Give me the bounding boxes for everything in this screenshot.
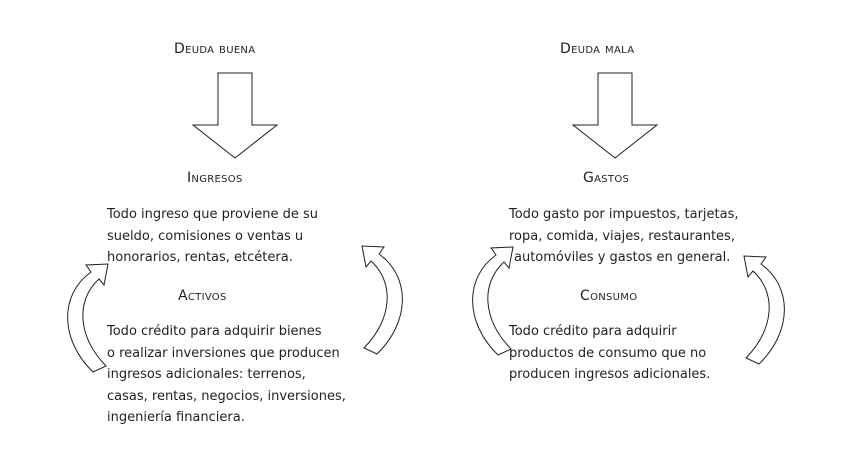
gastos-description: Todo gasto por impuestos, tarjetas, ropa…: [509, 204, 739, 269]
activos-line: ingresos adicionales: terrenos,: [107, 367, 306, 382]
consumo-line: Todo crédito para adquirir: [509, 324, 677, 339]
gastos-line: Todo gasto por impuestos, tarjetas,: [509, 207, 739, 222]
activos-line: o realizar inversiones que producen: [107, 345, 340, 361]
curved-arrow-icon: [361, 245, 403, 355]
bad-debt-heading: Deuda mala: [560, 41, 635, 57]
ingresos-line: sueldo, comisiones o ventas u: [107, 228, 304, 244]
curved-arrow-icon: [743, 255, 785, 365]
activos-line: casas, rentas, negocios, inversiones,: [107, 388, 346, 404]
consumo-line: producen ingresos adicionales.: [509, 367, 711, 382]
curved-arrow-icon: [472, 246, 514, 356]
activos-line: ingeniería financiera.: [107, 410, 245, 425]
consumo-description: Todo crédito para adquirir productos de …: [509, 321, 710, 386]
consumo-line: productos de consumo que no: [509, 345, 707, 361]
gastos-title: Gastos: [583, 170, 630, 186]
activos-title: Activos: [178, 288, 227, 304]
curved-arrow-icon: [67, 263, 109, 373]
ingresos-description: Todo ingreso que proviene de su sueldo, …: [107, 204, 318, 269]
ingresos-line: honorarios, rentas, etcétera.: [107, 250, 293, 265]
activos-line: Todo crédito para adquirir bienes: [107, 324, 322, 339]
down-arrow-icon: [191, 72, 279, 159]
activos-description: Todo crédito para adquirir bienes o real…: [107, 321, 346, 429]
down-arrow-icon: [571, 72, 659, 159]
good-debt-heading: Deuda buena: [174, 41, 256, 57]
consumo-title: Consumo: [580, 288, 638, 304]
ingresos-line: Todo ingreso que proviene de su: [107, 207, 318, 222]
gastos-line: ropa, comida, viajes, restaurantes,: [509, 228, 735, 244]
ingresos-title: Ingresos: [187, 170, 243, 186]
gastos-line: automóviles y gastos en general.: [514, 250, 731, 265]
